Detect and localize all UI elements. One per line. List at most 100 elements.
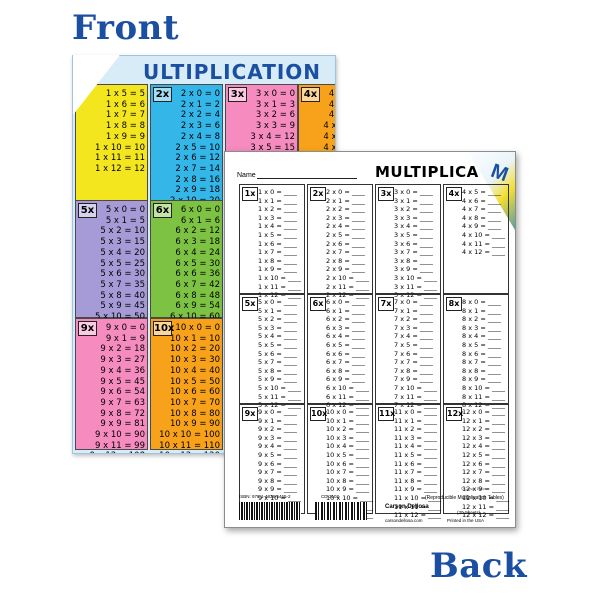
front-fact: 10 x 8 = 80	[170, 408, 220, 419]
back-fact-blank: 3 x 6 = ____	[394, 239, 433, 248]
front-fact: 5 x 1 = 5	[105, 215, 145, 226]
back-fact-blank: 1 x 11 = ____	[258, 282, 301, 291]
front-fact: 4 x 4 = 16	[323, 131, 335, 142]
front-fact: 6 x 2 = 12	[175, 226, 220, 237]
back-tile-rows: 1 x 0 = ____1 x 1 = ____1 x 2 = ____1 x …	[258, 188, 302, 300]
front-fact: 5 x 6 = 30	[100, 269, 145, 280]
back-fact-blank: 6 x 7 = ____	[326, 358, 365, 367]
front-fact: 1 x 5 = 5	[105, 89, 145, 99]
back-fact-blank: 11 x 0 = ____	[394, 408, 437, 416]
back-fact-blank: 2 x 4 = ____	[326, 222, 365, 231]
front-fact: 4 x 0 = 0	[328, 89, 335, 99]
front-fact: 1 x 7 = 7	[105, 110, 145, 121]
front-fact: 3 x 5 = 15	[250, 142, 295, 153]
isbn-text: ISBN: 978-1-4838-5465-2	[239, 494, 291, 499]
back-fact-blank: 8 x 0 = ____	[462, 298, 501, 306]
front-fact: 9 x 0 = 0	[105, 323, 145, 333]
sheet-count: (30 Sheets)	[457, 510, 481, 515]
back-tile-header: 12x	[446, 407, 463, 421]
back-fact-blank: 5 x 4 = ____	[258, 332, 297, 341]
back-fact-blank: 6 x 6 = ____	[326, 349, 365, 358]
front-fact: 9 x 4 = 36	[100, 365, 145, 376]
front-fact: 1 x 6 = 6	[105, 99, 145, 110]
back-fact-blank: 12 x 2 = ____	[462, 425, 505, 434]
back-fact-blank: 4 x 11 = ____	[462, 239, 505, 248]
front-fact: 2 x 5 = 10	[175, 142, 220, 153]
back-fact-blank: 9 x 7 = ____	[258, 468, 297, 477]
front-tile-header: 10x	[153, 321, 175, 336]
front-fact: 6 x 5 = 30	[175, 258, 220, 269]
back-fact-blank: 5 x 0 = ____	[258, 298, 297, 306]
front-fact: 9 x 1 = 9	[105, 333, 145, 344]
front-fact: 10 x 6 = 60	[170, 387, 220, 398]
front-fact: 10 x 1 = 10	[170, 333, 220, 344]
back-fact-blank: 3 x 7 = ____	[394, 248, 433, 257]
back-fact-blank: 9 x 3 = ____	[258, 433, 297, 442]
front-fact: 6 x 3 = 18	[175, 237, 220, 248]
back-fact-blank: 3 x 9 = ____	[394, 265, 433, 274]
back-fact-blank: 1 x 10 = ____	[258, 273, 301, 282]
front-fact: 5 x 10 = 50	[76, 312, 145, 323]
front-fact: 6 x 0 = 0	[180, 205, 220, 215]
front-fact: 9 x 5 = 45	[100, 376, 145, 387]
back-fact-blank: 6 x 0 = ____	[326, 298, 365, 306]
front-fact: 3 x 4 = 12	[250, 131, 295, 142]
front-fact: 10 x 3 = 30	[170, 355, 220, 366]
front-tile-header: 6x	[153, 203, 172, 218]
back-tile-rows: 5 x 0 = ____5 x 1 = ____5 x 2 = ____5 x …	[258, 298, 302, 410]
publisher-url: carsondellosa.com	[385, 518, 423, 523]
back-fact-blank: 9 x 4 = ____	[258, 442, 297, 451]
back-fact-blank: 5 x 1 = ____	[258, 306, 297, 315]
front-fact: 1 x 10 = 10	[95, 142, 145, 153]
front-tile-header: 4x	[301, 87, 320, 102]
copyright-text: © Carson Dellosa	[461, 487, 489, 491]
back-fact-blank: 2 x 2 = ____	[326, 205, 365, 214]
back-fact-blank: 11 x 4 = ____	[394, 442, 437, 451]
front-fact: 10 x 12 = 120	[151, 451, 220, 453]
back-fact-blank: 10 x 2 = ____	[326, 425, 369, 434]
back-fact-blank: 10 x 4 = ____	[326, 442, 369, 451]
back-fact-blank: 5 x 10 = ____	[258, 383, 301, 392]
back-fact-blank: 11 x 2 = ____	[394, 425, 437, 434]
name-label: Name	[237, 172, 256, 179]
back-fact-blank: 4 x 5 = ____	[462, 188, 501, 196]
back-fact-blank: 9 x 5 = ____	[258, 450, 297, 459]
back-fact-blank: 5 x 5 = ____	[258, 340, 297, 349]
front-fact: 9 x 11 = 99	[95, 440, 145, 451]
front-poster-title: ULTIPLICATION	[143, 60, 322, 84]
back-fact-blank: 7 x 11 = ____	[394, 392, 437, 401]
back-tile-header: 8x	[446, 297, 462, 311]
front-fact: 3 x 0 = 0	[255, 89, 295, 99]
front-fact: 2 x 0 = 0	[180, 89, 220, 99]
front-label: Front	[72, 8, 180, 48]
back-fact-blank: 7 x 3 = ____	[394, 323, 433, 332]
back-fact-blank: 8 x 12 = ____	[462, 401, 505, 410]
back-fact-blank: 9 x 6 = ____	[258, 459, 297, 468]
back-fact-blank: 7 x 12 = ____	[394, 401, 437, 410]
back-fact-blank: 10 x 9 = ____	[326, 485, 369, 494]
front-fact: 9 x 6 = 54	[100, 387, 145, 398]
front-fact: 3 x 1 = 3	[255, 99, 295, 110]
back-fact-blank: 7 x 2 = ____	[394, 315, 433, 324]
back-fact-blank: 7 x 1 = ____	[394, 306, 433, 315]
back-fact-blank: 11 x 5 = ____	[394, 450, 437, 459]
front-fact: 10 x 0 = 0	[175, 323, 220, 333]
front-fact: 5 x 7 = 35	[100, 279, 145, 290]
back-fact-blank: 2 x 10 = ____	[326, 273, 369, 282]
back-fact-blank: 2 x 11 = ____	[326, 282, 369, 291]
back-fact-blank: 9 x 2 = ____	[258, 425, 297, 434]
back-fact-blank: 4 x 7 = ____	[462, 205, 501, 214]
back-fact-blank: 11 x 7 = ____	[394, 468, 437, 477]
back-fact-blank: 3 x 2 = ____	[394, 205, 433, 214]
back-fact-blank: 6 x 11 = ____	[326, 392, 369, 401]
back-fact-blank: 1 x 8 = ____	[258, 256, 297, 265]
front-fact: 9 x 2 = 18	[100, 344, 145, 355]
